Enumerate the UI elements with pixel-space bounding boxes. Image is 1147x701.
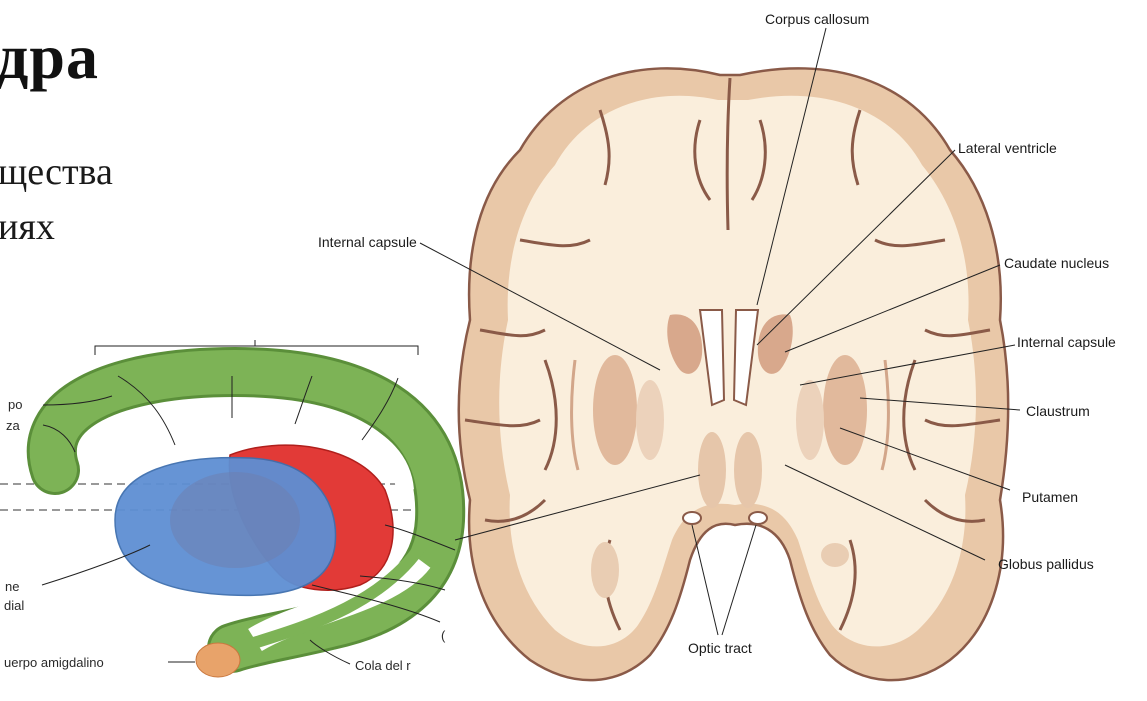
thalamus-overlap [170, 472, 300, 568]
label-claustrum: Claustrum [1026, 403, 1090, 419]
temporal-structure-left [591, 542, 619, 598]
thalamus-left [698, 432, 726, 508]
globus-pallidus-right [796, 380, 824, 460]
label-po: po [8, 397, 22, 412]
optic-tract-right [749, 512, 767, 524]
leader-optic-tract-right [722, 525, 756, 635]
label-caudate-tail: Cola del r [355, 658, 411, 673]
optic-tract-left [683, 512, 701, 524]
basal-ganglia-figure: po za ne dial uerpo amigdalino Cola del … [0, 340, 455, 677]
thalamus-right [734, 432, 762, 508]
label-amygdala: uerpo amigdalino [4, 655, 104, 670]
label-optic-tract: Optic tract [688, 640, 752, 656]
label-lateral-ventricle: Lateral ventricle [958, 140, 1057, 156]
label-internal-capsule-right: Internal capsule [1017, 334, 1116, 350]
label-corpus-callosum: Corpus callosum [765, 11, 869, 27]
label-ne: ne [5, 579, 19, 594]
putamen-left [593, 355, 637, 465]
temporal-structure-right [821, 543, 849, 567]
label-globus-pallidus: Globus pallidus [998, 556, 1094, 572]
label-cut-mark: ( [441, 628, 446, 643]
globus-pallidus-left [636, 380, 664, 460]
putamen-right [823, 355, 867, 465]
label-putamen: Putamen [1022, 489, 1078, 505]
label-internal-capsule-left: Internal capsule [318, 234, 417, 250]
leader-optic-tract-left [692, 525, 718, 635]
label-za: za [6, 418, 21, 433]
amygdala-shape [196, 643, 240, 677]
label-caudate-nucleus: Caudate nucleus [1004, 255, 1109, 271]
label-dial: dial [4, 598, 24, 613]
